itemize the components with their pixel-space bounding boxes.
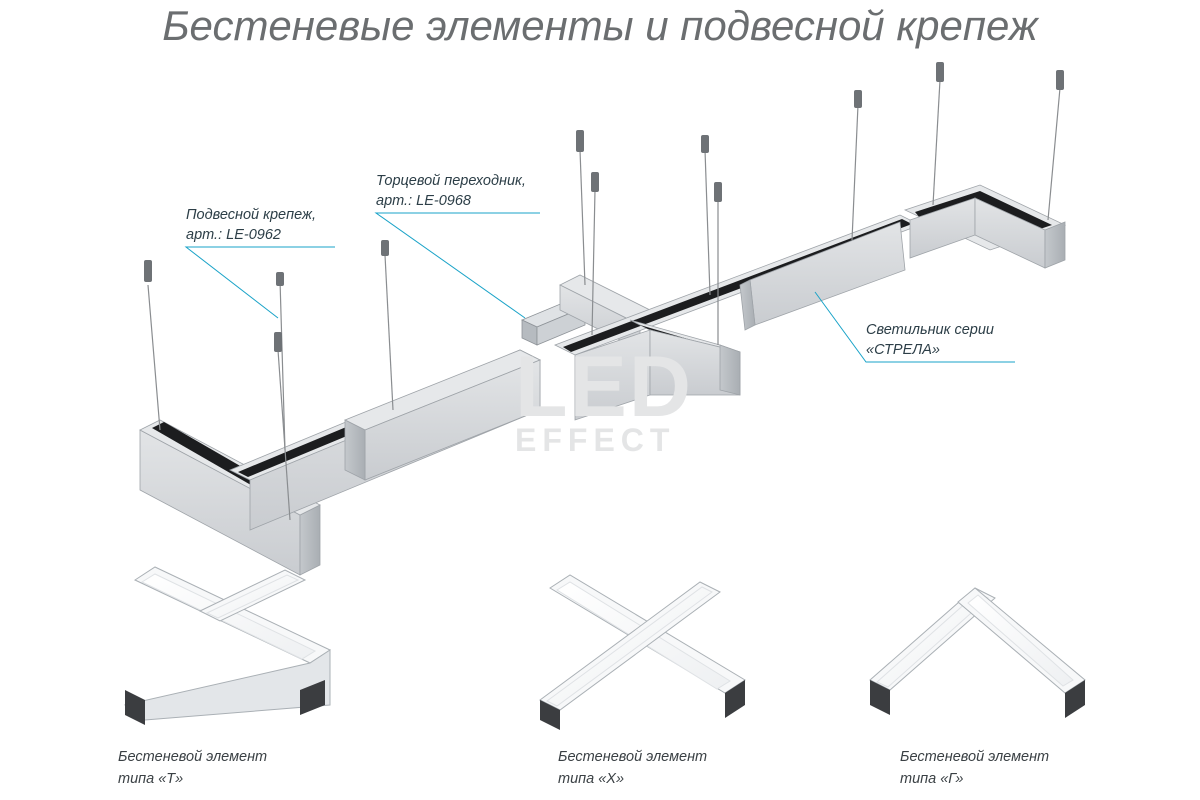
caption-l-line1: Бестеневой элемент <box>900 749 1050 765</box>
leader-lines <box>184 212 1015 363</box>
callout-adapter-line1: Торцевой переходник, <box>376 173 526 189</box>
watermark-led: LED <box>515 339 693 435</box>
caption-l-line2: типа «Г» <box>900 771 964 787</box>
callout-luminaire-line2: «СТРЕЛА» <box>866 342 940 358</box>
callout-mount: Подвесной крепеж, арт.: LE-0962 <box>186 205 316 245</box>
callout-adapter: Торцевой переходник, арт.: LE-0968 <box>376 171 526 211</box>
caption-x-element: Бестеневой элемент типа «Х» <box>558 746 707 790</box>
luminaire-segment-left <box>344 349 541 481</box>
watermark-effect: EFFECT <box>515 422 676 458</box>
callout-mount-line1: Подвесной крепеж, <box>186 207 316 223</box>
x-element-illustration <box>539 574 746 730</box>
caption-t-line2: типа «Т» <box>118 771 184 787</box>
corner-junction-right <box>903 184 1067 269</box>
caption-t-element: Бестеневой элемент типа «Т» <box>118 746 267 790</box>
callout-adapter-line2: арт.: LE-0968 <box>376 193 471 209</box>
t-element-illustration <box>123 566 332 725</box>
callout-luminaire-line1: Светильник серии <box>866 322 994 338</box>
l-element-illustration <box>869 587 1086 718</box>
callout-mount-line2: арт.: LE-0962 <box>186 227 281 243</box>
suspension-mounts <box>147 79 1061 521</box>
luminaire-segment-right <box>739 221 906 331</box>
hook-icons <box>144 62 1064 352</box>
caption-t-line1: Бестеневой элемент <box>118 749 268 765</box>
caption-l-element: Бестеневой элемент типа «Г» <box>900 746 1049 790</box>
caption-x-line1: Бестеневой элемент <box>558 749 708 765</box>
callout-luminaire: Светильник серии «СТРЕЛА» <box>866 320 994 360</box>
page-title: Бестеневые элементы и подвесной крепеж <box>162 2 1038 49</box>
caption-x-line2: типа «Х» <box>558 771 625 787</box>
